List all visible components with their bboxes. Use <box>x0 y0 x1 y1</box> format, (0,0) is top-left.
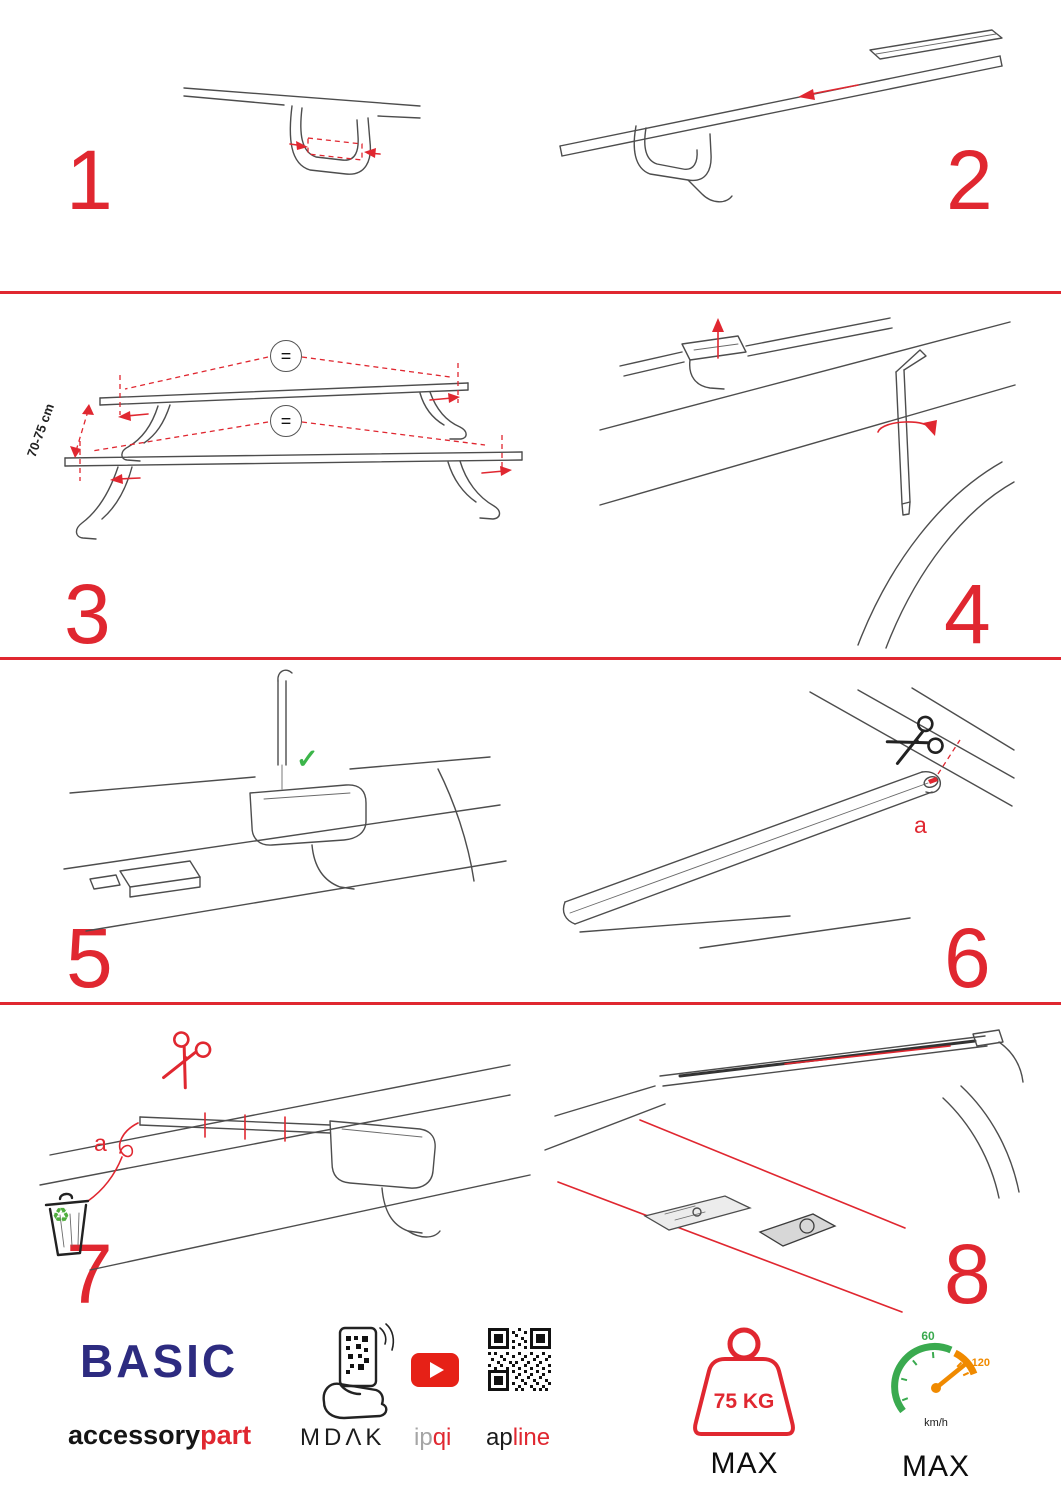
rear-crossbar-sketch <box>99 382 469 462</box>
youtube-icon <box>411 1353 459 1387</box>
roof-sketch <box>544 1085 1020 1199</box>
partner-logo-mdak: MDΛK <box>300 1424 386 1451</box>
step-number-1: 1 <box>66 133 113 227</box>
roof-rail-sketch <box>183 87 421 119</box>
brand-sub-right: part <box>200 1420 252 1450</box>
weight-limit-icon: 75 KG <box>693 1327 795 1436</box>
roof-sketch <box>599 317 1016 649</box>
step6-illustration <box>562 687 1015 949</box>
recycle-icon: ♻ <box>52 1205 70 1227</box>
checkmark-icon: ✓ <box>296 744 319 774</box>
weight-max-label: MAX <box>710 1447 779 1480</box>
step-number-2: 2 <box>946 133 993 227</box>
speed-limit-icon: 60 120 km/h <box>891 1329 990 1429</box>
equal-badge-1: = <box>270 340 302 372</box>
step-number-4: 4 <box>944 567 991 661</box>
bar-spacing-dimension <box>70 404 94 458</box>
brand-logo-accessorypart: accessorypart <box>68 1420 251 1451</box>
crossbar-sketch <box>659 1029 1024 1087</box>
clamp-parts-detail <box>643 1195 837 1247</box>
step-number-8: 8 <box>944 1227 991 1321</box>
insert-arrow <box>712 318 724 359</box>
qr-code <box>488 1328 551 1391</box>
ipqi-left: ip <box>414 1424 433 1451</box>
strip-cut-marker <box>928 739 961 784</box>
scissors-icon <box>885 715 944 765</box>
rubber-pad-marker <box>289 137 381 161</box>
clamp-bracket-sketch <box>329 1120 441 1238</box>
crossbar-sketch <box>559 55 1003 157</box>
part-label-a: a <box>914 812 927 838</box>
phone-qr-icon <box>322 1323 395 1420</box>
step4-illustration <box>599 317 1016 649</box>
overhang-arrows <box>110 393 512 484</box>
step-number-6: 6 <box>944 911 991 1005</box>
end-strip-sketch <box>869 29 1003 60</box>
rubber-strip-sketch <box>139 1112 331 1142</box>
allen-key-sketch <box>895 349 927 516</box>
ipqi-right: qi <box>432 1424 452 1451</box>
apline-right: line <box>512 1424 551 1451</box>
brand-sub-left: accessory <box>68 1420 201 1450</box>
section-divider-1 <box>0 291 1061 294</box>
equal-symbol: = <box>280 410 292 431</box>
clamp-bracket-sketch <box>633 125 733 203</box>
step2-illustration <box>559 29 1003 203</box>
weight-value: 75 KG <box>714 1390 775 1413</box>
mount-foot-sketch <box>89 860 201 898</box>
section-divider-3 <box>0 1002 1061 1005</box>
slide-arrow <box>798 84 859 100</box>
step1-illustration <box>183 87 421 175</box>
partner-logo-ipqi: ipqi <box>414 1424 451 1452</box>
equal-symbol: = <box>280 345 292 366</box>
callout-lines <box>557 1119 906 1313</box>
clamp-bracket-sketch <box>681 335 747 390</box>
roof-sketch <box>63 756 507 932</box>
gauge-top-label: 120 <box>972 1357 990 1369</box>
brand-logo-basic: BASIC <box>80 1335 239 1387</box>
step-number-3: 3 <box>64 567 111 661</box>
locking-pin-sketch <box>277 669 293 790</box>
part-label-a: a <box>94 1130 107 1156</box>
step8-illustration <box>544 1029 1024 1313</box>
partner-logo-apline: apline <box>486 1424 550 1452</box>
clamp-body-sketch <box>249 784 367 890</box>
discard-curl-line <box>87 1122 139 1202</box>
aero-bar-sketch <box>562 771 941 925</box>
front-crossbar-sketch <box>64 451 523 540</box>
step5-illustration <box>63 669 507 932</box>
step7-illustration <box>39 1064 531 1271</box>
rotate-arrow <box>877 420 937 436</box>
equal-distance-leaders <box>79 356 503 481</box>
gauge-min-label: 60 <box>921 1329 935 1343</box>
roof-ribs-sketch <box>579 687 1015 949</box>
section-divider-2 <box>0 657 1061 660</box>
scissors-icon-red <box>162 1031 212 1090</box>
speed-max-label: MAX <box>901 1450 970 1483</box>
gauge-unit-label: km/h <box>924 1417 948 1429</box>
step3-illustration <box>64 356 523 540</box>
equal-badge-2: = <box>270 405 302 437</box>
apline-left: ap <box>486 1424 513 1451</box>
step-number-7: 7 <box>66 1227 113 1321</box>
trash-bin-icon <box>44 1192 90 1257</box>
roof-sketch <box>39 1064 531 1271</box>
play-triangle <box>430 1362 444 1378</box>
